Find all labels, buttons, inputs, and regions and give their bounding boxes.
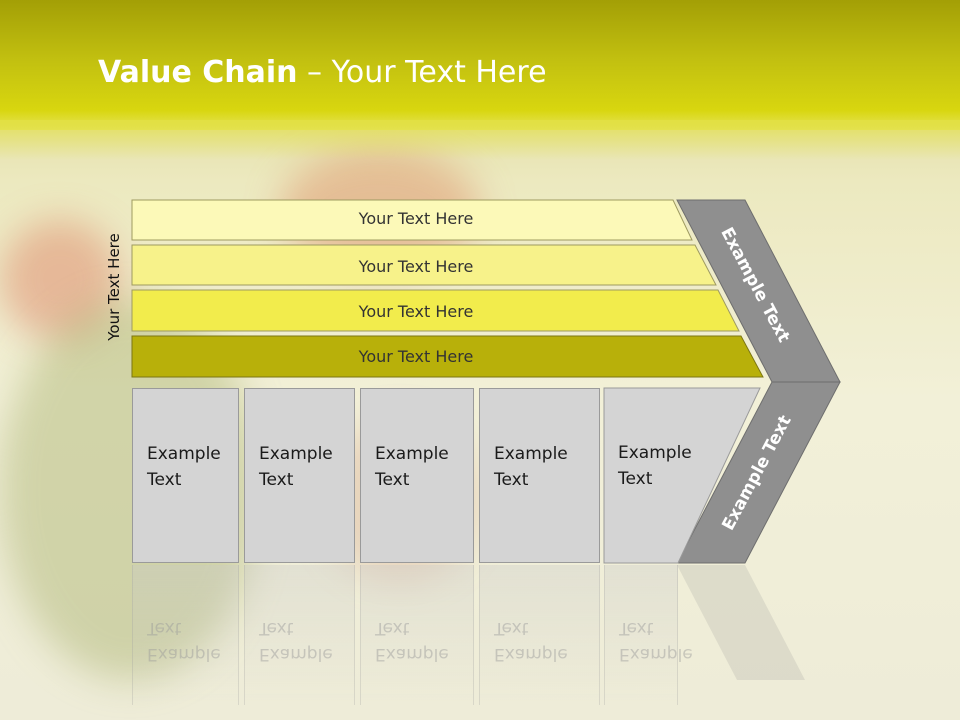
activity-box-label: Example Text xyxy=(618,443,692,489)
box-reflection: Example Text xyxy=(604,565,693,705)
chevron-lower-arm xyxy=(676,381,841,564)
activity-box-1: Example Text xyxy=(132,388,239,563)
bar-label-3: Your Text Here xyxy=(358,302,474,321)
activity-box-3: Example Text xyxy=(360,388,474,563)
title-bold: Value Chain xyxy=(98,55,298,90)
activity-box-label: Example Text xyxy=(375,444,449,490)
activity-box-label: Example Text xyxy=(147,444,221,490)
last-box-shape xyxy=(603,387,761,564)
reflection-text: Example Text xyxy=(619,618,693,664)
title-bar xyxy=(0,0,960,130)
page-title: Value Chain – Your Text Here xyxy=(98,55,547,90)
bar-1 xyxy=(131,199,693,241)
reflection-text: Example Text xyxy=(259,618,333,664)
box-reflection: Example Text xyxy=(479,565,600,705)
activity-box-2: Example Text xyxy=(244,388,355,563)
box-reflection: Example Text xyxy=(244,565,355,705)
reflection-text: Example Text xyxy=(375,618,449,664)
activity-box-4: Example Text xyxy=(479,388,600,563)
bar-3 xyxy=(131,289,740,332)
bar-4 xyxy=(131,335,764,378)
box-reflection: Example Text xyxy=(132,565,239,705)
activity-box-label: Example Text xyxy=(259,444,333,490)
bar-label-1: Your Text Here xyxy=(358,209,474,228)
activity-box-5: Example Text xyxy=(604,388,692,563)
box-reflection: Example Text xyxy=(360,565,474,705)
background-decoration xyxy=(0,220,120,340)
bar-2 xyxy=(131,244,717,286)
reflection-text: Example Text xyxy=(494,618,568,664)
title-bar-fade xyxy=(0,120,960,160)
reflection-text: Example Text xyxy=(147,618,221,664)
title-rest: – Your Text Here xyxy=(297,55,547,90)
chevron-reflection xyxy=(677,565,805,680)
activity-box-label: Example Text xyxy=(494,444,568,490)
bar-label-2: Your Text Here xyxy=(358,257,474,276)
bar-label-4: Your Text Here xyxy=(358,347,474,366)
